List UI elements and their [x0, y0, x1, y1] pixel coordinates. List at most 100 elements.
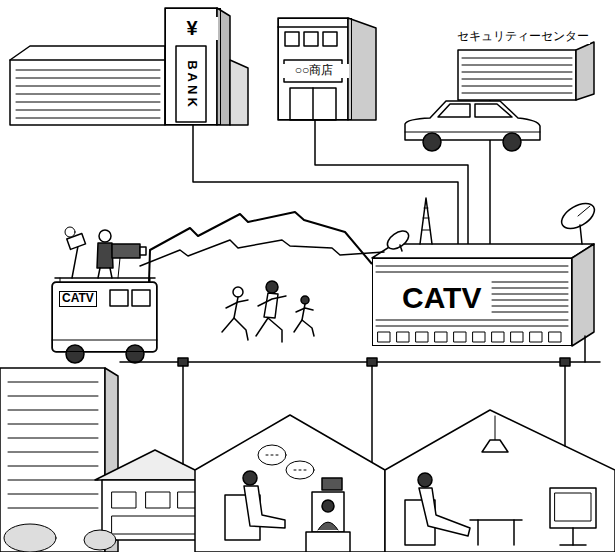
house-cutaway — [286, 461, 314, 479]
bank-building — [10, 59, 165, 61]
catv-station-building — [572, 244, 594, 346]
shop-building — [348, 18, 376, 120]
runners — [296, 308, 313, 312]
van — [52, 278, 157, 363]
security-building — [576, 42, 594, 100]
bank-building — [230, 60, 248, 125]
runners — [222, 318, 248, 340]
runners — [234, 297, 238, 318]
house-cutaway — [385, 410, 615, 552]
shop-building — [323, 32, 337, 46]
house-cutaway — [482, 440, 508, 452]
runners — [222, 281, 314, 342]
house-cutaway — [243, 471, 257, 485]
van — [126, 345, 144, 363]
camera-operator — [99, 230, 111, 242]
antenna-tower — [420, 198, 432, 244]
house-cutaway — [312, 492, 344, 532]
house-cutaway — [266, 455, 278, 456]
catv-station-building — [378, 332, 390, 342]
apartment-building — [8, 452, 98, 453]
bank-building — [165, 8, 217, 125]
bank-building — [16, 78, 160, 79]
shop-building — [278, 26, 348, 28]
yen-sign: ¥ — [166, 17, 218, 40]
catv-station-building — [416, 332, 428, 342]
small-house — [102, 480, 208, 540]
camera-operator — [65, 227, 146, 278]
cable-line — [371, 366, 373, 462]
car — [503, 133, 521, 151]
antenna-tower — [422, 230, 430, 231]
bank-building — [16, 94, 160, 95]
camera-operator — [98, 268, 100, 278]
catv-station-building — [376, 272, 568, 273]
car — [405, 101, 540, 140]
apartment-building — [8, 396, 98, 397]
security-building — [462, 86, 572, 87]
shop-sign: ○○商店 — [279, 64, 349, 78]
shop-building — [278, 18, 376, 120]
runners — [294, 320, 314, 336]
cable-line — [584, 336, 586, 362]
small-house — [146, 492, 170, 508]
runners — [226, 300, 248, 308]
catv-station-building — [372, 244, 594, 346]
cable-line — [120, 336, 600, 464]
catv-station: CATV — [372, 258, 572, 346]
car — [423, 133, 441, 151]
apartment-building — [8, 508, 98, 509]
satellite-dish — [384, 227, 412, 252]
camera-operator — [72, 246, 78, 278]
catv-van: CATV — [52, 282, 157, 352]
cable-line — [560, 358, 570, 366]
bank-building — [16, 118, 160, 119]
camera-operator — [97, 243, 113, 268]
satellite-dish — [557, 198, 598, 233]
house-cutaway — [572, 528, 574, 545]
security-building — [462, 93, 572, 94]
apartment-building — [8, 494, 98, 495]
apartment-building — [8, 382, 98, 383]
apartment-building — [8, 410, 98, 411]
camera-operator — [65, 227, 75, 237]
van — [110, 290, 128, 306]
car — [405, 132, 540, 133]
camera-operator — [110, 268, 112, 278]
house-cutaway — [294, 470, 306, 471]
apartment-building — [0, 368, 118, 552]
bank-building — [176, 46, 206, 122]
shop-building — [278, 18, 348, 120]
catv-station-building — [492, 312, 568, 313]
security-building — [462, 79, 572, 80]
bank-building — [10, 8, 248, 125]
camera-operator — [112, 244, 140, 258]
house-cutaway — [195, 415, 385, 552]
van — [52, 340, 157, 341]
security-building — [462, 65, 572, 66]
shop-building — [285, 32, 299, 46]
house-cutaway — [385, 410, 615, 552]
house-cutaway — [513, 520, 515, 545]
security-building — [458, 50, 576, 100]
small-house — [112, 492, 136, 508]
cable-line — [367, 358, 377, 366]
bank-building — [217, 8, 230, 125]
camera-operator — [118, 258, 120, 278]
apartment-building — [8, 480, 98, 481]
cable-line — [193, 125, 458, 258]
cable-line — [120, 361, 600, 363]
runners — [266, 281, 278, 293]
antenna-tower — [420, 198, 432, 244]
car — [405, 101, 540, 151]
runners — [256, 318, 282, 342]
radio-wave — [140, 240, 384, 266]
satellite-dish — [580, 225, 582, 244]
radio-wave — [140, 240, 384, 266]
camera-operator — [140, 247, 146, 255]
catv-station-building — [376, 326, 568, 327]
catv-station-building — [492, 288, 568, 289]
bank-building — [16, 86, 160, 87]
house-cutaway — [322, 478, 342, 490]
